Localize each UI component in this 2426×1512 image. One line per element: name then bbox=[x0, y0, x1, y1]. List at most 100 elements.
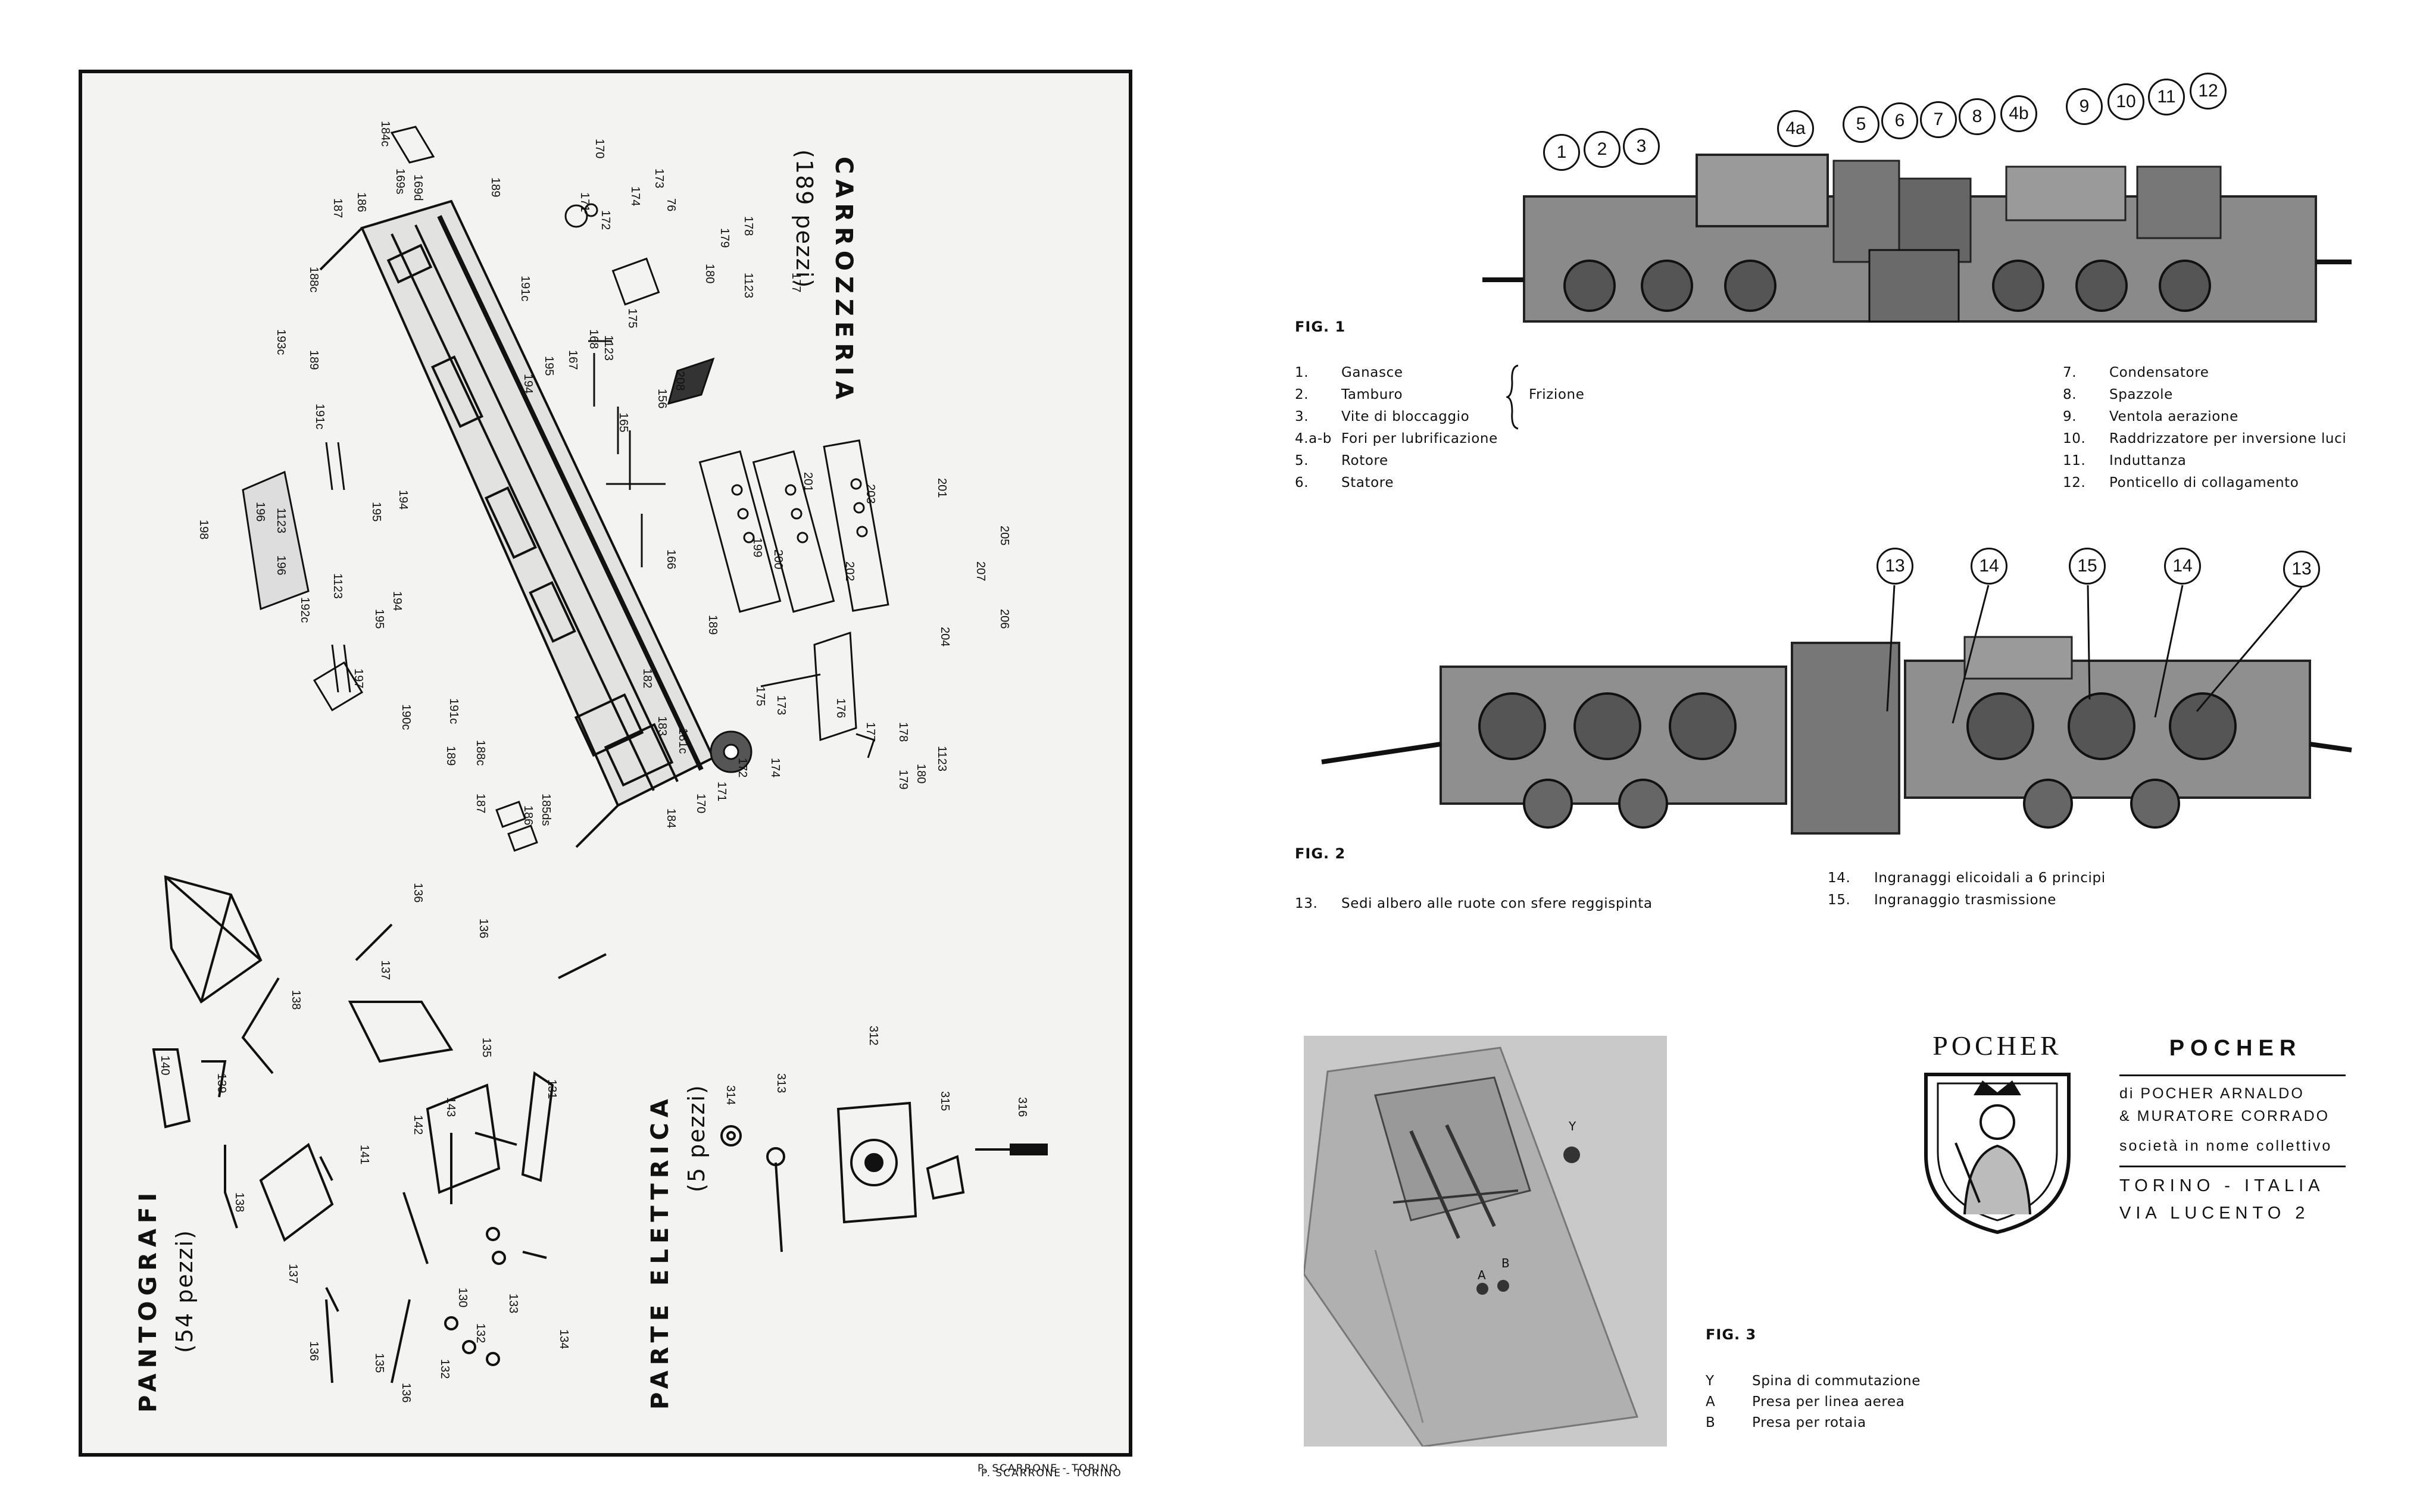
part-number: 189 bbox=[444, 746, 457, 766]
fig1-callout: 2 bbox=[1584, 131, 1621, 168]
fig1-callout: 4a bbox=[1777, 110, 1814, 147]
legend-row: 13.Sedi albero alle ruote con sfere regg… bbox=[1295, 893, 1653, 915]
part-number: 130 bbox=[456, 1288, 469, 1308]
pantografi-count: (54 pezzi) bbox=[171, 1229, 198, 1353]
fig1-photo bbox=[1482, 154, 2352, 323]
fig3-label: FIG. 3 bbox=[1706, 1326, 1757, 1343]
fig1-callout: 7 bbox=[1920, 101, 1957, 138]
part-number: 189 bbox=[307, 350, 320, 370]
part-number: 138 bbox=[289, 990, 302, 1010]
printer-credit-outside: P. SCARRONE - TORINO bbox=[978, 1463, 1119, 1474]
fig1-callout: 5 bbox=[1843, 106, 1879, 143]
legend-row: 10.Raddrizzatore per inversione luci bbox=[2063, 428, 2346, 450]
pantograph-drawing bbox=[152, 875, 607, 1383]
logo-arc-text: POCHER bbox=[1932, 1030, 2062, 1061]
fig3-photo: Y A B bbox=[1304, 1036, 1667, 1447]
part-number: 1123 bbox=[935, 746, 948, 772]
part-number: 208 bbox=[673, 371, 686, 391]
frizione-label: Frizione bbox=[1529, 387, 1585, 402]
part-number: 184 bbox=[664, 808, 677, 829]
legend-text: Condensatore bbox=[2109, 365, 2209, 380]
legend-num: 4.a-b bbox=[1295, 431, 1332, 446]
printer-credit: P. SCARRONE - TORINO bbox=[981, 1467, 1122, 1479]
legend-text: Ingranaggio trasmissione bbox=[1874, 892, 2057, 908]
legend-row: 8.Spazzole bbox=[2063, 384, 2346, 406]
part-number: 135 bbox=[373, 1353, 386, 1373]
part-number: 1123 bbox=[274, 508, 288, 534]
part-number: 184c bbox=[379, 121, 392, 147]
part-number: 313 bbox=[775, 1073, 788, 1094]
legend-text: Rotore bbox=[1341, 453, 1388, 468]
part-number: 188c bbox=[307, 267, 320, 293]
fig1-callout: 1 bbox=[1543, 134, 1580, 171]
part-number: 201 bbox=[935, 478, 948, 498]
pocher-crest-icon bbox=[1924, 1073, 2071, 1235]
fig3-photo-art bbox=[1304, 1046, 1639, 1447]
part-number: 179 bbox=[718, 228, 731, 248]
part-number: 133 bbox=[507, 1294, 520, 1314]
part-number: 165 bbox=[617, 413, 630, 433]
legend-num: 13. bbox=[1295, 896, 1318, 911]
legend-text: Presa per linea aerea bbox=[1752, 1394, 1905, 1410]
pantografi-title: PANTOGRAFI bbox=[135, 1188, 162, 1413]
part-number: 173 bbox=[775, 695, 788, 716]
part-number: 190c bbox=[399, 704, 413, 730]
fig1-legend-right: 7.Condensatore 8.Spazzole 9.Ventola aera… bbox=[2063, 362, 2346, 494]
part-number: 186 bbox=[355, 192, 368, 213]
part-number: 76 bbox=[664, 198, 677, 212]
part-number: 143 bbox=[444, 1097, 457, 1117]
part-number: 312 bbox=[867, 1026, 880, 1046]
brand-address: VIA LUCENTO 2 bbox=[2119, 1204, 2310, 1223]
part-number: 180 bbox=[914, 764, 928, 784]
part-number: 187 bbox=[331, 198, 344, 218]
part-number: 179 bbox=[897, 770, 910, 790]
parte-elettrica-count-text: (5 pezzi) bbox=[683, 1084, 710, 1192]
part-number: 198 bbox=[197, 520, 210, 540]
part-number: 194 bbox=[391, 591, 404, 611]
brand-line: società in nome collettivo bbox=[2119, 1138, 2333, 1154]
part-number: 136 bbox=[411, 883, 424, 903]
legend-num: 7. bbox=[2063, 365, 2077, 380]
fig1-legend-left: 1.Ganasce 2.Tamburo 3.Vite di bloccaggio… bbox=[1295, 362, 1498, 494]
part-number: 177 bbox=[789, 273, 803, 293]
brand-line: di POCHER ARNALDO bbox=[2119, 1085, 2305, 1102]
fig2-callout: 14 bbox=[2164, 548, 2201, 585]
part-number: 131 bbox=[545, 1079, 558, 1099]
photo-letter-b: B bbox=[1501, 1256, 1510, 1270]
part-number: 183 bbox=[655, 716, 669, 736]
part-number: 206 bbox=[998, 609, 1011, 629]
legend-row: 3.Vite di bloccaggio bbox=[1295, 406, 1498, 428]
legend-text: Fori per lubrificazione bbox=[1341, 431, 1498, 446]
fig1-label: FIG. 1 bbox=[1295, 318, 1346, 335]
fig2-callout: 13 bbox=[2283, 551, 2320, 588]
part-number: 132 bbox=[438, 1359, 451, 1379]
part-number: 136 bbox=[399, 1383, 413, 1403]
part-number: 174 bbox=[769, 758, 782, 778]
legend-num: 8. bbox=[2063, 387, 2077, 402]
part-number: 136 bbox=[307, 1341, 320, 1361]
part-number: 191c bbox=[447, 698, 460, 724]
part-number: 186 bbox=[522, 805, 535, 826]
pantografi-title-text: PANTOGRAFI bbox=[135, 1187, 162, 1413]
part-number: 177 bbox=[864, 722, 877, 742]
part-number: 170 bbox=[593, 139, 606, 159]
part-number: 167 bbox=[566, 350, 579, 370]
part-number: 169d bbox=[411, 174, 424, 201]
legend-num: 1. bbox=[1295, 365, 1309, 380]
part-number: 172 bbox=[599, 210, 612, 230]
brand-address: TORINO - ITALIA bbox=[2119, 1176, 2325, 1195]
legend-row: 4.a-b Fori per lubrificazione bbox=[1295, 428, 1498, 450]
part-number: 178 bbox=[897, 722, 910, 742]
locomotive-body-drawing bbox=[242, 126, 889, 852]
fig1-callout: 10 bbox=[2107, 83, 2144, 120]
legend-num: 12. bbox=[2063, 475, 2086, 491]
electrical-parts-drawing bbox=[720, 1101, 1048, 1252]
legend-text: Tamburo bbox=[1341, 387, 1403, 402]
part-number: 185ds bbox=[539, 794, 552, 826]
legend-num: 9. bbox=[2063, 409, 2077, 424]
part-number: 174 bbox=[629, 186, 642, 207]
part-number: 1123 bbox=[602, 335, 615, 361]
